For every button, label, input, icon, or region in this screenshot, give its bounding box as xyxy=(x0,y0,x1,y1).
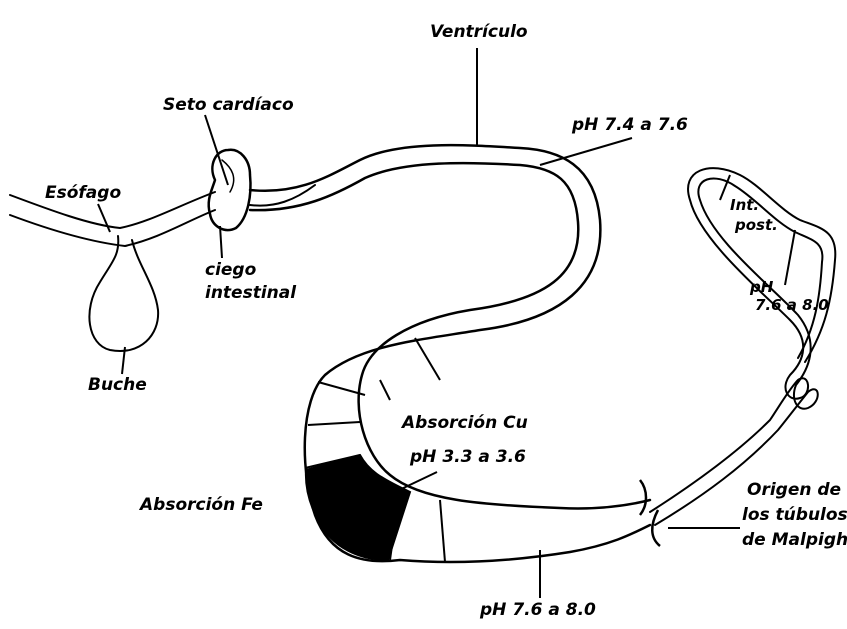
label-esofago: Esófago xyxy=(45,183,121,203)
label-ventriculo: Ventrículo xyxy=(430,22,528,42)
caecum-detail xyxy=(222,160,234,192)
label-intestinal: intestinal xyxy=(205,283,297,303)
label-ph-post: pH xyxy=(749,278,774,296)
label-malpighi-1: Origen de xyxy=(747,480,841,500)
label-absorcion-fe: Absorción Fe xyxy=(138,495,263,515)
caecum-connector xyxy=(250,185,315,206)
label-int: Int. xyxy=(730,196,759,214)
iron-absorption-segment xyxy=(306,455,410,560)
label-buche: Buche xyxy=(88,375,147,395)
label-ph-ventriculo: pH 7.4 a 7.6 xyxy=(571,115,688,135)
label-ph-cu: pH 3.3 a 3.6 xyxy=(409,447,526,467)
label-ph-post-range: 7.6 a 8.0 xyxy=(755,296,829,314)
label-ph-bottom: pH 7.6 a 8.0 xyxy=(479,600,596,620)
label-absorcion-cu: Absorción Cu xyxy=(400,413,528,433)
label-malpighi-2: los túbulos xyxy=(742,505,847,525)
leader-lines xyxy=(98,48,795,598)
crop-sac xyxy=(89,236,158,351)
malpighian-origin xyxy=(640,480,660,546)
cardiac-valve xyxy=(209,150,251,230)
label-seto-cardiaco: Seto cardíaco xyxy=(163,95,294,115)
label-malpighi-3: de Malpighio xyxy=(742,530,847,550)
label-ciego: ciego xyxy=(205,260,257,280)
label-post: post. xyxy=(734,216,778,234)
